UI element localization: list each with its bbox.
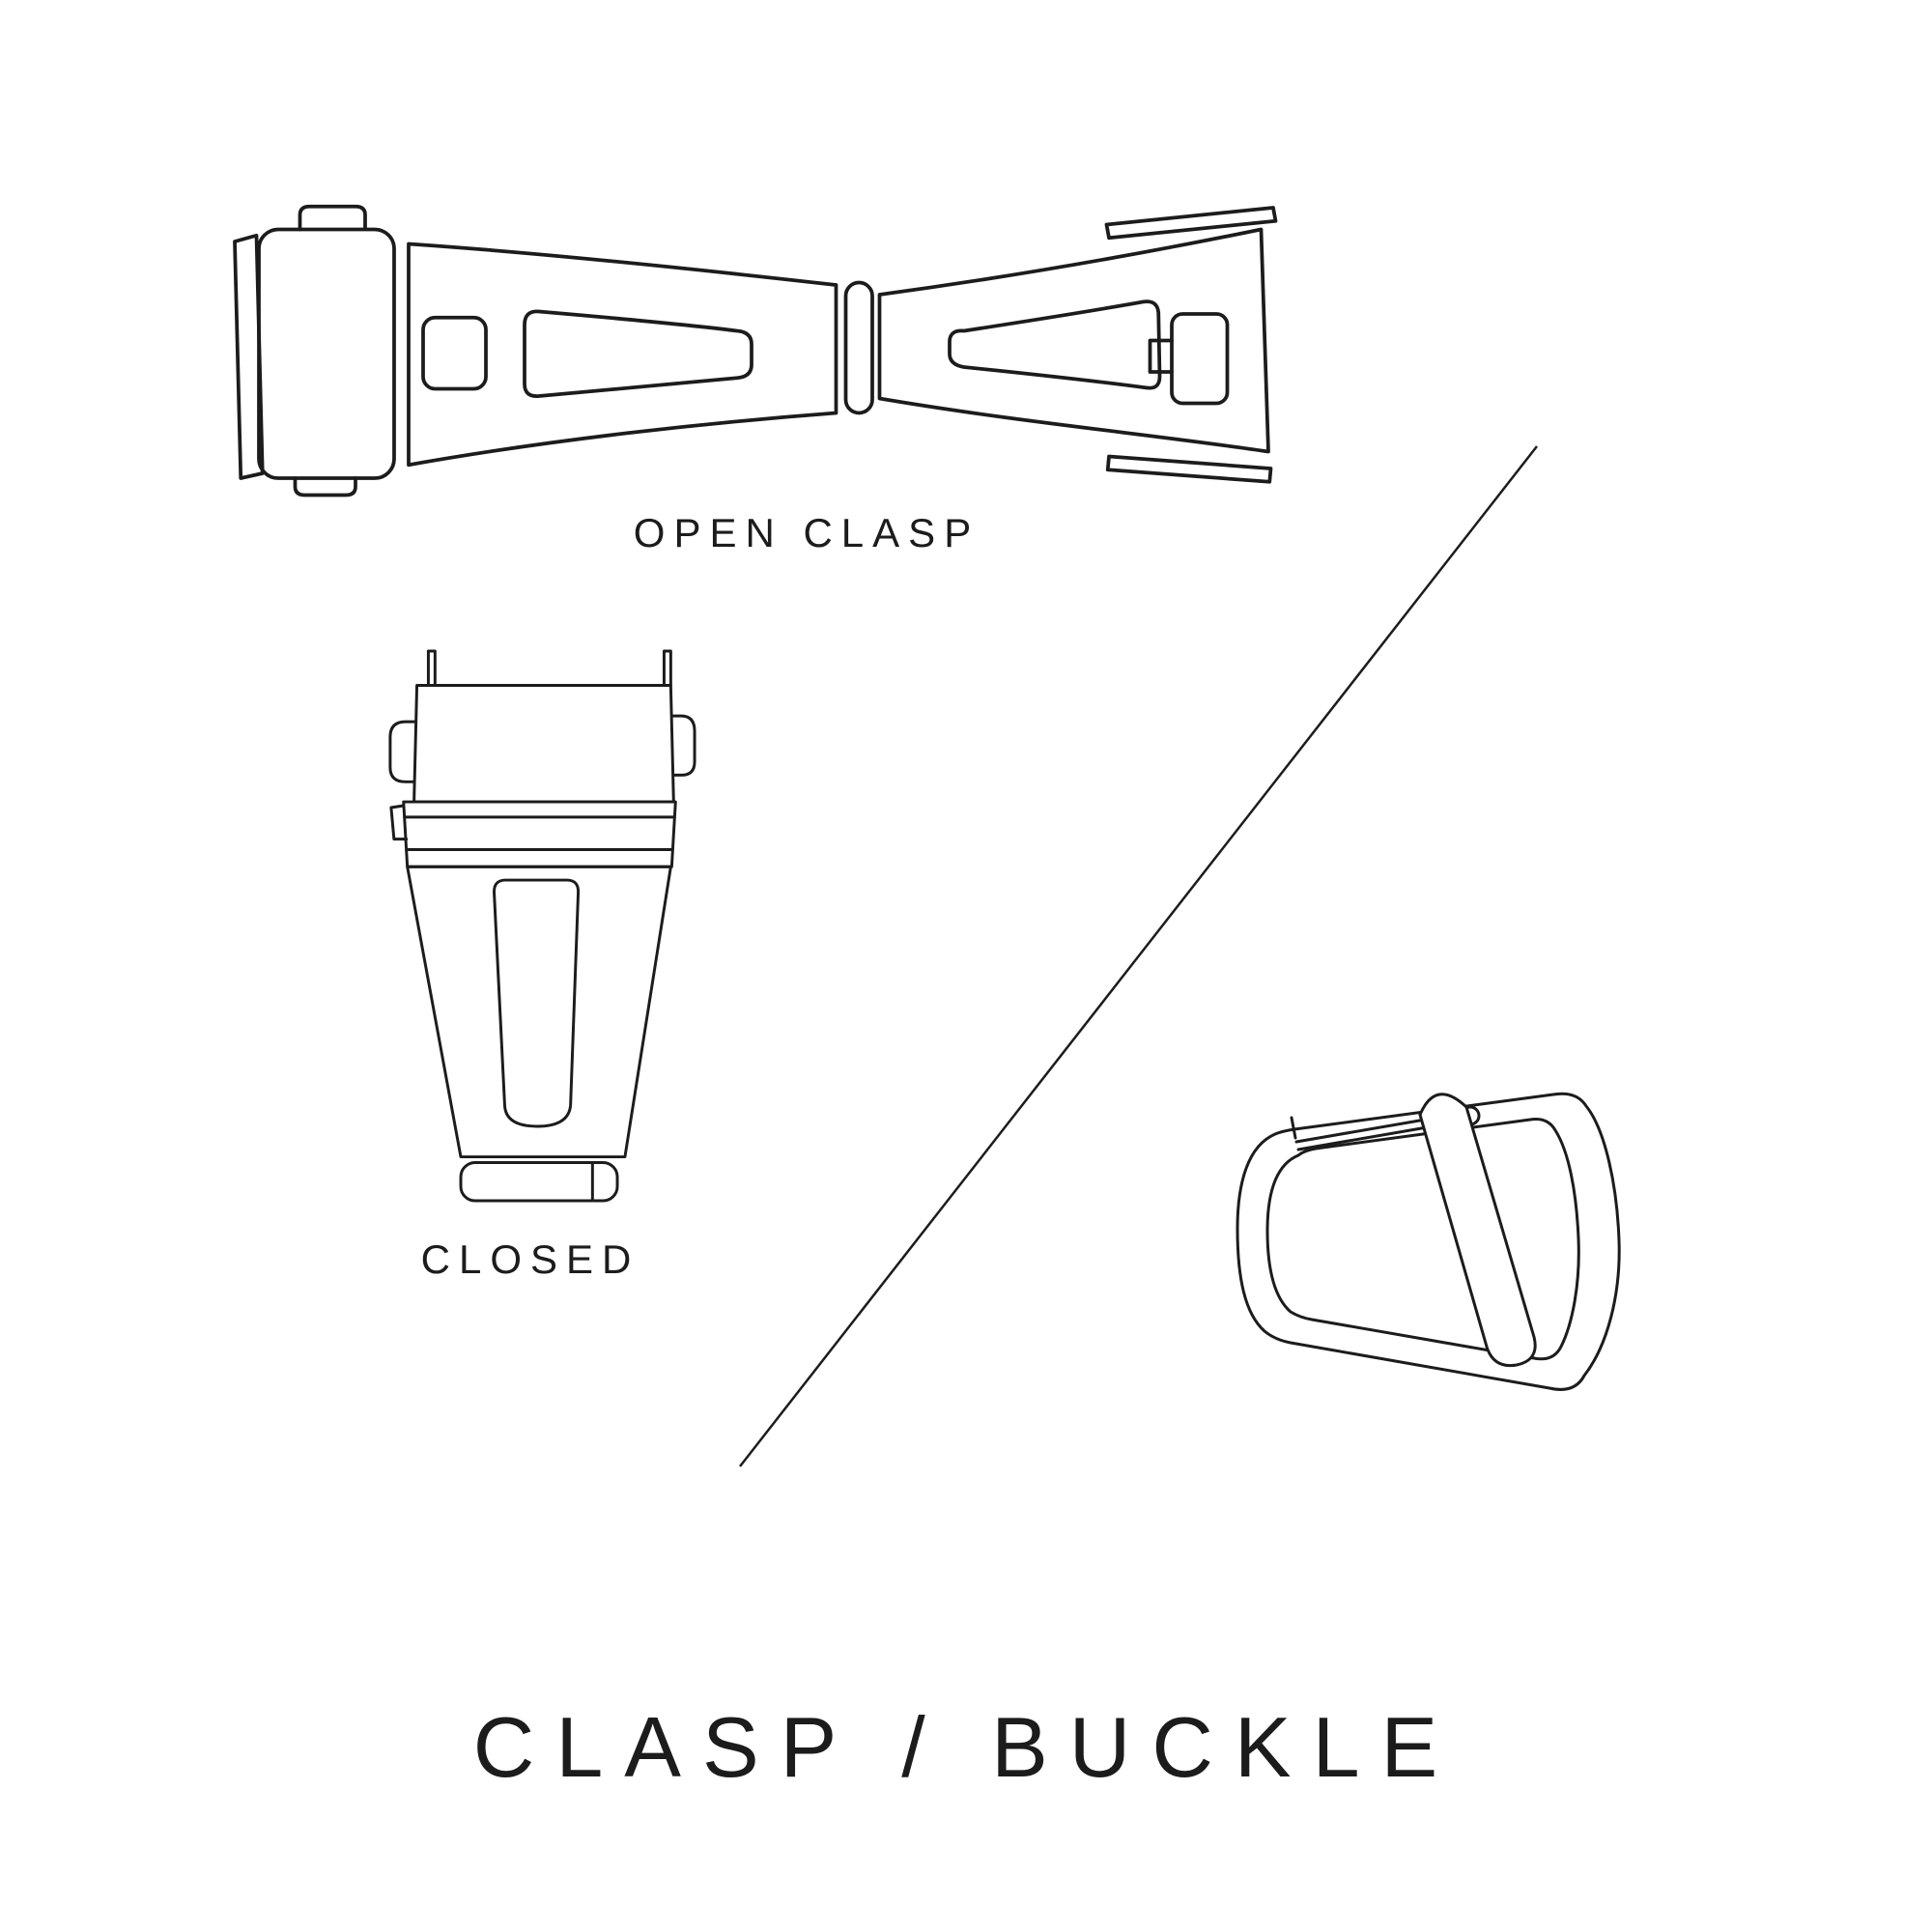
- open-clasp-illustration: [225, 184, 1288, 497]
- diagram-title: CLASP / BUCKLE: [472, 1699, 1460, 1795]
- closed-clasp-drawing: [388, 649, 696, 1203]
- open-clasp-drawing: [233, 204, 1278, 497]
- closed-clasp-label: CLOSED: [420, 1236, 640, 1282]
- buckle-drawing: [1236, 1092, 1621, 1391]
- buckle-illustration: [1229, 1074, 1634, 1403]
- closed-clasp-illustration: [379, 649, 703, 1203]
- open-clasp-label: OPEN CLASP: [633, 510, 980, 555]
